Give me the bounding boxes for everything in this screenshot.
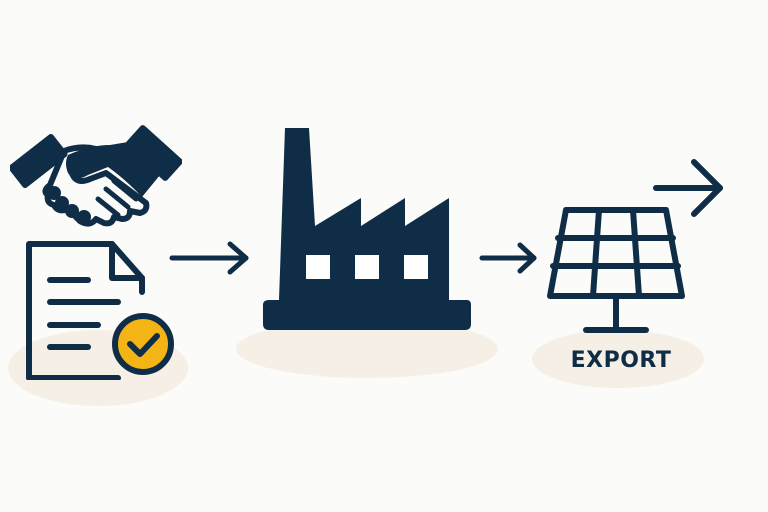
factory-window (355, 255, 379, 279)
approved-document-icon (26, 240, 178, 380)
export-shadow (532, 330, 704, 388)
factory-window (306, 255, 330, 279)
check-badge-icon (112, 313, 174, 375)
arrow-right-icon (168, 240, 252, 276)
factory-window (404, 255, 428, 279)
arrow-right-icon (478, 240, 540, 276)
factory-icon (263, 124, 475, 340)
arrow-right-icon (652, 158, 728, 222)
solar-panel-icon (546, 206, 688, 336)
handshake-icon (10, 115, 182, 230)
export-label: EXPORT (570, 348, 672, 373)
document-fold (109, 241, 145, 281)
